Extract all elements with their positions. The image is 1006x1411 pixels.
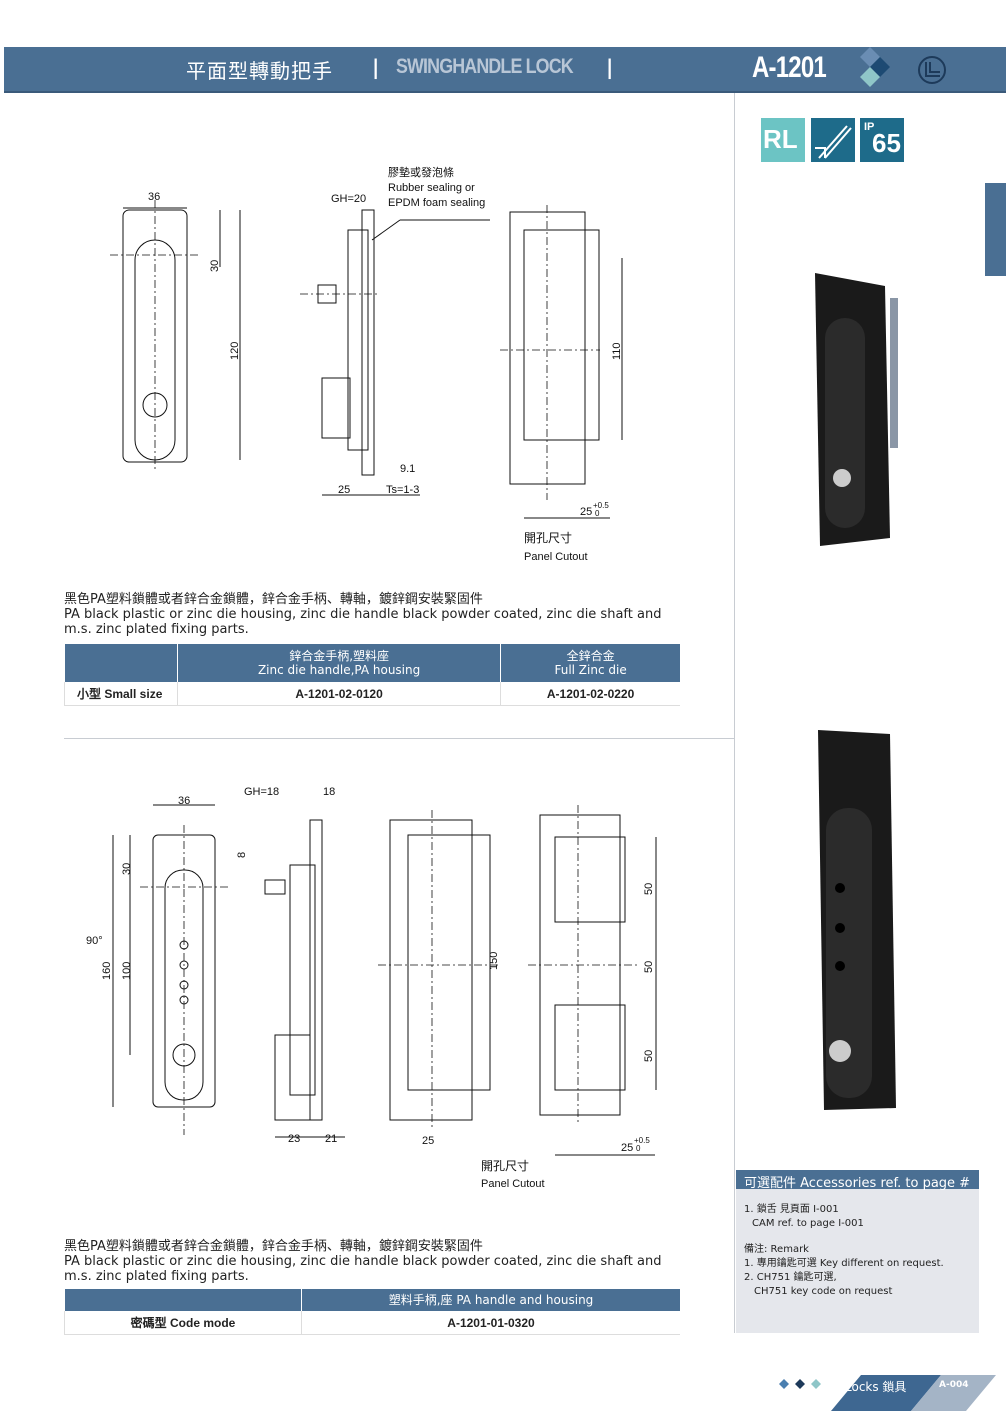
ip-prefix: IP xyxy=(864,121,875,133)
dim-9-1: 9.1 xyxy=(400,463,415,475)
ip-badge: IP 65 xyxy=(860,118,904,162)
cutout-label-en: Panel Cutout xyxy=(481,1178,545,1190)
col-pa: 塑料手柄,座 PA handle and housing xyxy=(301,1289,680,1311)
cutout-label-cn: 開孔尺寸 xyxy=(524,531,572,545)
column-divider xyxy=(734,93,735,1333)
dim-angle: 90° xyxy=(86,935,103,947)
dim-height: 120 xyxy=(229,342,241,360)
product-photo-2 xyxy=(818,730,896,1110)
dim-50-bottom: 50 xyxy=(643,1050,655,1062)
dim-50-mid: 50 xyxy=(643,961,655,973)
tol-plus: +0.5 xyxy=(634,1136,650,1145)
dim-25: 25 xyxy=(338,484,350,496)
accessories-title: 可選配件 Accessories ref. to page # xyxy=(736,1170,979,1191)
part-number: A-1201-02-0220 xyxy=(500,682,680,706)
description-en: PA black plastic or zinc die housing, zi… xyxy=(64,607,662,637)
technical-drawing-1: 36 30 120 GH=20 9.1 25 Ts=1-3 膠墊或發泡條 Rub… xyxy=(110,165,623,563)
dim-cutout-w: 25 xyxy=(621,1142,633,1154)
description-cn: 黑色PA塑料鎖體或者鋅合金鎖體，鋅合金手柄、轉軸，鍍鋅鋼安裝緊固件 xyxy=(64,592,483,607)
dim-50-top: 50 xyxy=(643,883,655,895)
dim-18: 18 xyxy=(323,786,335,798)
part-number: A-1201-02-0120 xyxy=(176,682,501,706)
corner-header xyxy=(64,1289,302,1311)
corner-header xyxy=(64,644,178,682)
col-label-en: Zinc die handle,PA housing xyxy=(257,663,421,677)
title-cn: 平面型轉動把手 xyxy=(186,59,333,83)
side-tab xyxy=(985,183,1006,276)
rl-badge: RL xyxy=(761,118,805,162)
remark-label: 備注: Remark xyxy=(744,1244,809,1255)
model-code: A-1201 xyxy=(752,51,827,84)
remark-item: 1. 專用鑰匙可選 Key different on request. xyxy=(744,1258,944,1269)
seal-label-cn: 膠墊或發泡條 xyxy=(388,165,454,179)
separator: | xyxy=(372,55,380,79)
col-label-cn: 全鋅合金 xyxy=(566,649,615,663)
footer-decor-icon xyxy=(779,1375,996,1411)
dim-gh: GH=18 xyxy=(244,786,279,798)
dim-ts: Ts=1-3 xyxy=(386,484,419,496)
remark-item-en: CH751 key code on request xyxy=(754,1286,893,1297)
part-number: A-1201-01-0320 xyxy=(301,1311,680,1335)
section-divider xyxy=(64,738,734,739)
description-en: PA black plastic or zinc die housing, zi… xyxy=(64,1254,662,1284)
dim-8: 8 xyxy=(236,852,248,858)
cutout-label-cn: 開孔尺寸 xyxy=(481,1159,529,1173)
dim-21: 21 xyxy=(325,1133,337,1145)
part-number-table-2: 塑料手柄,座 PA handle and housing 密碼型 Code mo… xyxy=(64,1289,680,1335)
tol-plus: +0.5 xyxy=(593,501,609,510)
remark-item: 2. CH751 鑰匙可選, xyxy=(744,1272,837,1283)
col-label-cn: 鋅合金手柄,塑料座 xyxy=(289,649,390,663)
technical-drawing-2: 36 30 100 160 90° GH=18 18 8 23 21 150 2… xyxy=(86,786,657,1190)
mounting-icon xyxy=(811,118,855,162)
dim-25: 25 xyxy=(422,1135,434,1147)
title-en: SWINGHANDLE LOCK xyxy=(396,55,574,78)
diamond-logo-icon xyxy=(860,47,890,87)
cutout-label-en: Panel Cutout xyxy=(524,551,588,563)
seal-label-en1: Rubber sealing or xyxy=(388,182,475,194)
page-footer: Locks 鎖具 A-004 xyxy=(776,1375,1006,1411)
dim-150: 150 xyxy=(488,952,500,970)
accessory-item-en: CAM ref. to page I-001 xyxy=(752,1218,864,1229)
page-header: 平面型轉動把手 | SWINGHANDLE LOCK | A-1201 xyxy=(4,47,1006,93)
brand-logo-icon xyxy=(918,56,946,84)
ip-value: 65 xyxy=(872,128,901,158)
page-number: A-004 xyxy=(939,1380,969,1390)
separator: | xyxy=(606,55,614,79)
seal-label-en2: EPDM foam sealing xyxy=(388,197,485,209)
dim-width: 36 xyxy=(178,795,190,807)
footer-section: Locks 鎖具 xyxy=(845,1380,907,1394)
dim-cutout-w: 25 xyxy=(580,506,592,518)
tol-zero: 0 xyxy=(595,509,600,518)
accessory-item: 1. 鎖舌 見頁面 I-001 xyxy=(744,1204,839,1215)
dim-160: 160 xyxy=(101,962,113,980)
dim-top: 30 xyxy=(121,863,133,875)
row-label: 小型 Small size xyxy=(64,682,178,706)
col-label-en: Full Zinc die xyxy=(554,663,627,677)
dim-23: 23 xyxy=(288,1133,300,1145)
row-label: 密碼型 Code mode xyxy=(64,1311,302,1335)
dim-width: 36 xyxy=(148,191,160,203)
dim-cutout-h: 110 xyxy=(611,342,623,360)
dim-100: 100 xyxy=(121,962,133,980)
dim-top: 30 xyxy=(209,260,221,272)
description-cn: 黑色PA塑料鎖體或者鋅合金鎖體，鋅合金手柄、轉軸，鍍鋅鋼安裝緊固件 xyxy=(64,1239,483,1254)
product-photo-1 xyxy=(815,273,898,546)
dim-gh: GH=20 xyxy=(331,193,366,205)
tol-zero: 0 xyxy=(636,1144,641,1153)
accessories-box: 可選配件 Accessories ref. to page # 1. 鎖舌 見頁… xyxy=(736,1170,979,1333)
